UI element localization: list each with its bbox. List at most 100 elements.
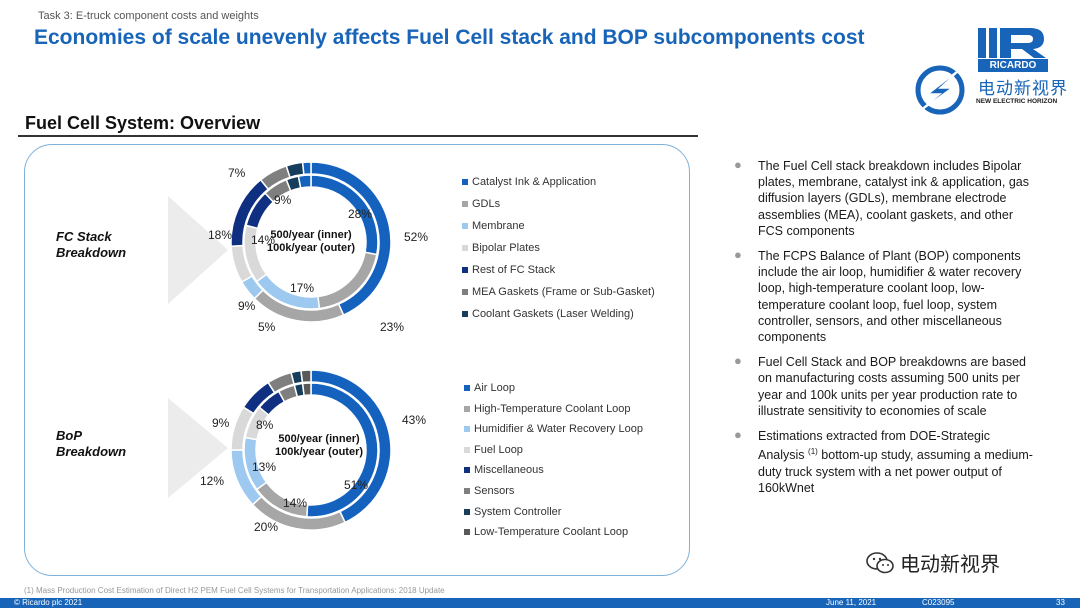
bullet-item: ●Fuel Cell Stack and BOP breakdowns are … <box>734 353 1026 418</box>
fc-outer-label-rest: 18% <box>208 228 233 242</box>
neh-english-name: NEW ELECTRIC HORIZON <box>976 98 1058 105</box>
bop-inner-label-humidifier: 13% <box>252 460 277 474</box>
legend-label: GDLs <box>472 198 501 210</box>
legend-item: Humidifier & Water Recovery Loop <box>464 423 643 435</box>
fc-inner-label-gdl: 17% <box>290 281 315 295</box>
legend-label: Bipolar Plates <box>472 242 540 254</box>
legend-item: System Controller <box>464 506 561 518</box>
ricardo-logo-icon <box>978 28 1048 72</box>
bullet-icon: ● <box>734 247 742 263</box>
ricardo-logo: RICARDO <box>978 28 1048 72</box>
charts-panel <box>24 144 690 576</box>
fc-inner-label-bipolar: 9% <box>274 193 292 207</box>
fc-donut-inner-segment-8 <box>297 174 312 189</box>
bop-donut-chart <box>230 369 392 531</box>
wechat-watermark: 电动新视界 <box>866 548 1000 577</box>
legend-label: Miscellaneous <box>474 464 544 477</box>
legend-swatch <box>462 289 468 295</box>
legend-label: High-Temperature Coolant Loop <box>474 402 631 415</box>
legend-swatch <box>462 223 468 229</box>
legend-item: Bipolar Plates <box>462 242 540 254</box>
fc-inner-label-membrane: 14% <box>251 233 276 247</box>
footer-code: C023095 <box>922 598 955 607</box>
fc-stack-donut-chart <box>230 161 392 323</box>
bop-outer-label-fuel: 9% <box>212 416 230 430</box>
legend-item: High-Temperature Coolant Loop <box>464 403 631 415</box>
bullet-icon: ● <box>734 353 742 369</box>
legend-item: Fuel Loop <box>464 444 523 456</box>
bop-outer-label-htcl: 20% <box>254 520 279 534</box>
legend-label: System Controller <box>474 505 562 518</box>
legend-swatch <box>464 426 470 433</box>
fc-outer-label-catalyst: 52% <box>404 230 429 244</box>
fc-arrow-icon <box>168 196 228 304</box>
neh-chinese-name: 电动新视界 <box>978 79 1068 98</box>
legend-swatch <box>464 529 470 536</box>
bop-outer-label-air: 43% <box>402 413 427 427</box>
legend-swatch <box>464 446 470 453</box>
bop-center-note: 500/year (inner)100k/year (outer) <box>274 433 364 458</box>
fc-stack-center-note: 500/year (inner)100k/year (outer) <box>266 229 356 254</box>
fc-donut-outer-segment-8 <box>301 161 312 176</box>
legend-item: Low-Temperature Coolant Loop <box>464 526 628 538</box>
footer-copyright: © Ricardo plc 2021 <box>14 598 83 607</box>
legend-item: MEA Gaskets (Frame or Sub-Gasket) <box>462 286 655 298</box>
section-title: Fuel Cell System: Overview <box>25 113 261 133</box>
page-title: Economies of scale unevenly affects Fuel… <box>34 26 865 49</box>
legend-swatch <box>462 179 468 185</box>
legend-swatch <box>462 201 468 207</box>
legend-swatch <box>464 488 470 494</box>
legend-label: Coolant Gaskets (Laser Welding) <box>472 308 634 320</box>
footer-bar <box>0 598 1080 608</box>
legend-swatch <box>462 311 468 317</box>
legend-swatch <box>462 245 468 251</box>
legend-item: Coolant Gaskets (Laser Welding) <box>462 308 634 320</box>
legend-item: Rest of FC Stack <box>462 264 555 276</box>
bullet-icon: ● <box>734 157 742 172</box>
legend-label: Sensors <box>474 485 515 497</box>
legend-item: Sensors <box>464 485 514 497</box>
footer-date: June 11, 2021 <box>826 598 877 607</box>
legend-label: Low-Temperature Coolant Loop <box>474 526 629 539</box>
neh-logo: 电动新视界 NEW ELECTRIC HORIZON <box>910 60 1080 120</box>
legend-item: GDLs <box>462 198 500 210</box>
footer-page: 33 <box>1056 598 1065 607</box>
legend-item: Miscellaneous <box>464 464 544 476</box>
legend-label: Rest of FC Stack <box>472 264 556 276</box>
legend-label: Air Loop <box>474 382 515 394</box>
legend-swatch <box>464 467 470 474</box>
legend-swatch <box>464 385 470 391</box>
bop-inner-label-air: 51% <box>344 478 369 492</box>
fc-outer-label-membrane: 5% <box>258 320 276 334</box>
legend-label: Fuel Loop <box>474 443 523 456</box>
bullet-list: ●The Fuel Cell stack breakdown includes … <box>734 157 1034 505</box>
bop-donut-outer-segment-8 <box>300 369 312 384</box>
legend-label: Membrane <box>472 220 525 232</box>
bop-outer-label-humidifier: 12% <box>200 474 225 488</box>
bullet-icon: ● <box>734 427 742 443</box>
legend-swatch <box>464 405 470 412</box>
lightning-globe-icon <box>915 65 965 115</box>
bop-arrow-icon <box>168 398 228 498</box>
bop-inner-label-htcl: 14% <box>283 496 308 510</box>
bullet-item: ●The FCPS Balance of Plant (BOP) compone… <box>734 247 1022 345</box>
section-divider <box>18 135 698 137</box>
fc-outer-label-mea: 7% <box>228 166 246 180</box>
fc-inner-label-catalyst: 28% <box>348 207 373 221</box>
legend-label: MEA Gaskets (Frame or Sub-Gasket) <box>472 286 655 298</box>
legend-item: Air Loop <box>464 382 515 394</box>
ricardo-wordmark: RICARDO <box>989 60 1037 71</box>
legend-item: Catalyst Ink & Application <box>462 176 596 188</box>
legend-label: Humidifier & Water Recovery Loop <box>474 423 643 436</box>
bop-inner-label-fuel: 8% <box>256 418 274 432</box>
bop-donut-inner-segment-8 <box>301 382 312 397</box>
legend-label: Catalyst Ink & Application <box>472 176 597 188</box>
legend-swatch <box>462 267 468 273</box>
bullet-item: ●The Fuel Cell stack breakdown includes … <box>734 157 1029 238</box>
fc-outer-label-gdl: 23% <box>380 320 405 334</box>
task-label: Task 3: E-truck component costs and weig… <box>38 10 259 22</box>
